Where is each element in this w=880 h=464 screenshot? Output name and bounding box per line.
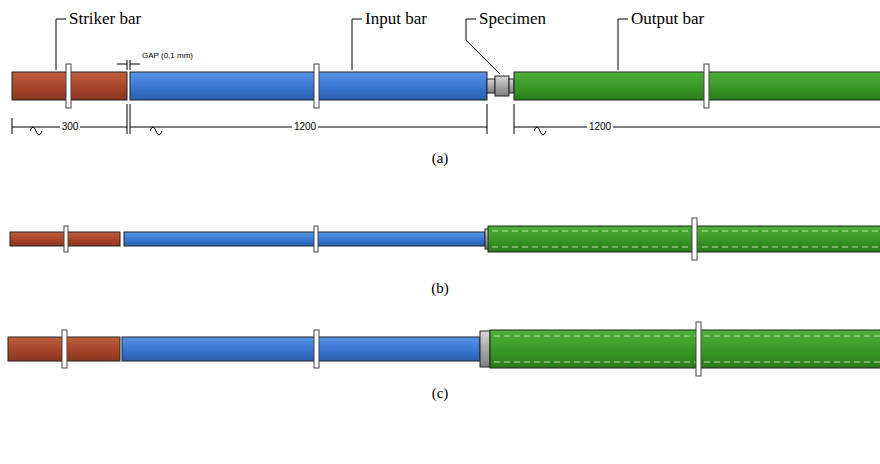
subfigure-label: (c) bbox=[432, 385, 449, 402]
break-marks bbox=[64, 218, 697, 260]
subfigure-label: (b) bbox=[431, 280, 449, 297]
part-label: Striker bar bbox=[69, 10, 141, 29]
gap-dimension: GAP (0,1 mm) bbox=[142, 52, 193, 61]
specimen bbox=[495, 76, 509, 96]
setup-b bbox=[10, 226, 880, 252]
setup-a bbox=[12, 72, 880, 100]
output-bar bbox=[514, 72, 880, 100]
dimension-lines bbox=[12, 104, 880, 135]
break-marks bbox=[66, 64, 709, 108]
output-tube bbox=[490, 330, 880, 368]
output-tube bbox=[488, 226, 880, 252]
part-label: Input bar bbox=[365, 10, 427, 29]
part-label: Specimen bbox=[479, 10, 546, 29]
specimen bbox=[480, 331, 490, 367]
dimension-value: 1200 bbox=[292, 121, 318, 132]
dimension-value: 300 bbox=[60, 121, 81, 132]
break-marks bbox=[62, 322, 701, 376]
part-label: Output bar bbox=[631, 10, 704, 29]
input-bar bbox=[130, 72, 487, 100]
dimension-value: 1200 bbox=[587, 121, 613, 132]
specimen-holder bbox=[487, 79, 495, 93]
specimen-holder bbox=[509, 79, 514, 93]
input-bar bbox=[122, 337, 480, 361]
setup-c bbox=[8, 330, 880, 368]
input-bar bbox=[124, 232, 485, 246]
subfigure-label: (a) bbox=[432, 150, 449, 167]
